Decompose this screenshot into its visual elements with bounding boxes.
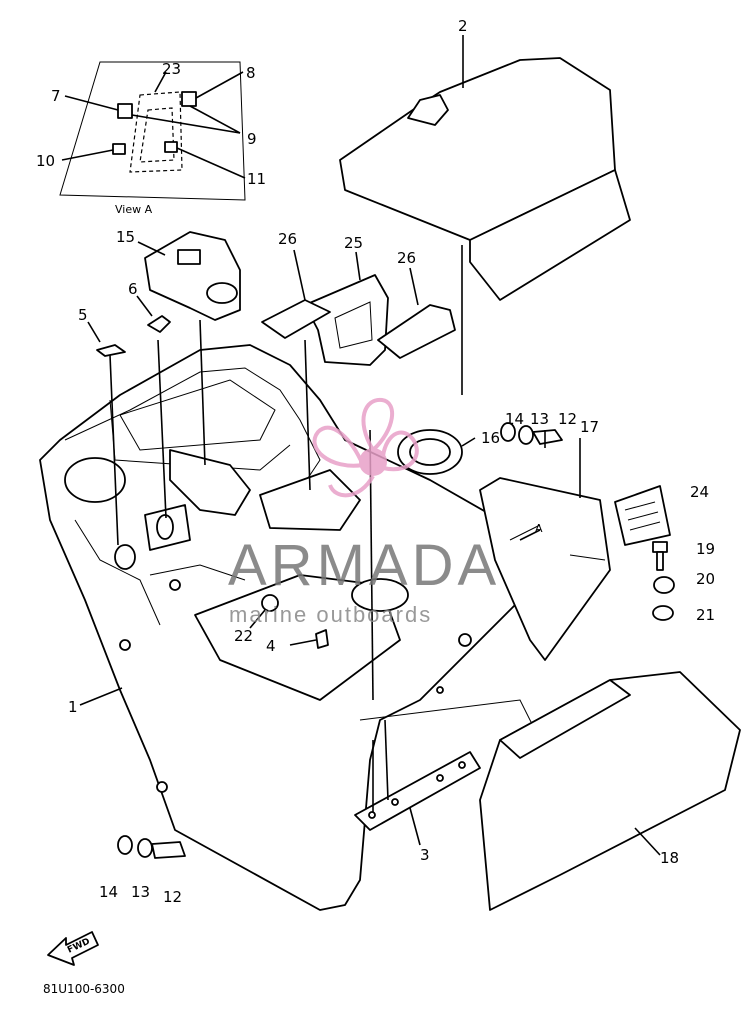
part-1-console-body	[39, 344, 541, 911]
callout-22: 22	[234, 627, 253, 645]
callout-6: 6	[128, 280, 138, 298]
callout-9: 9	[247, 130, 257, 148]
part-5-clip	[87, 321, 126, 357]
part-18-lower-lid	[479, 671, 741, 911]
callout-1: 1	[68, 698, 78, 716]
callout-13-bottom: 13	[131, 883, 150, 901]
part-6-clip	[136, 295, 171, 333]
leader-lines	[109, 245, 546, 812]
callout-5: 5	[78, 306, 88, 324]
drawing-code: 81U100-6300	[43, 982, 125, 996]
callout-18: 18	[660, 849, 679, 867]
callout-2: 2	[458, 17, 468, 35]
callout-12-bottom: 12	[163, 888, 182, 906]
brand-name: ARMADA	[228, 533, 500, 598]
callout-numbers: 2 23 8 7 9 10 11 15 26 25 26 6 5 14 13 1…	[36, 17, 715, 906]
callout-8: 8	[246, 64, 256, 82]
callout-26-left: 26	[278, 230, 297, 248]
part-2-lid	[339, 35, 631, 301]
callout-19: 19	[696, 540, 715, 558]
part-26-pad-left	[261, 249, 331, 339]
hardware-bottom	[117, 835, 186, 859]
part-21-grommet	[652, 605, 674, 621]
callout-11: 11	[247, 170, 266, 188]
callout-23: 23	[162, 60, 181, 78]
callout-16: 16	[481, 429, 500, 447]
part-19-screw	[652, 541, 668, 571]
front-direction-arrow: FWD	[47, 931, 99, 966]
callout-15: 15	[116, 228, 135, 246]
callout-25: 25	[344, 234, 363, 252]
callout-24: 24	[690, 483, 709, 501]
callout-14-bottom: 14	[99, 883, 118, 901]
callout-4: 4	[266, 637, 276, 655]
callout-21: 21	[696, 606, 715, 624]
part-17-side-panel	[479, 438, 611, 661]
brand-watermark: ARMADA marine outboards	[228, 397, 500, 627]
part-24-label-plate	[614, 485, 671, 546]
part-15-cup-holder	[137, 231, 241, 321]
part-26-pad-right	[377, 267, 456, 359]
callout-12-top: 12	[558, 410, 577, 428]
callout-17: 17	[580, 418, 599, 436]
callout-10: 10	[36, 152, 55, 170]
view-a-inset: View A	[59, 61, 246, 216]
callout-13-top: 13	[530, 410, 549, 428]
brand-logo	[312, 397, 419, 498]
view-a-label: View A	[115, 203, 153, 216]
callout-20: 20	[696, 570, 715, 588]
callout-14-top: 14	[505, 410, 524, 428]
brand-tagline: marine outboards	[229, 602, 432, 627]
part-22-plug	[249, 594, 279, 629]
part-25-bracket	[304, 251, 389, 366]
hardware-top	[500, 422, 563, 445]
callout-7: 7	[51, 87, 61, 105]
callout-26-right: 26	[397, 249, 416, 267]
part-4-screw	[289, 629, 329, 649]
callout-3: 3	[420, 846, 430, 864]
part-20-nut	[653, 576, 675, 594]
view-a-marker: A	[535, 522, 543, 535]
part-3-strip	[354, 751, 481, 846]
